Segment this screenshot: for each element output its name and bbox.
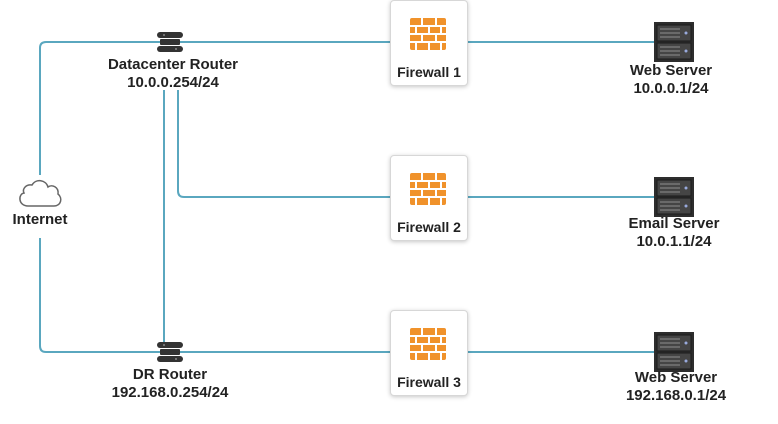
firewall-2-label: Firewall 2 [397, 219, 461, 235]
web-server-2-ip: 192.168.0.1/24 [625, 387, 727, 404]
web-server-1-icon[interactable] [654, 22, 694, 62]
internet-label: Internet [12, 211, 67, 229]
internet-name: Internet [12, 211, 68, 228]
web-server-2-icon[interactable] [654, 332, 694, 372]
email-server-label: Email Server 10.0.1.1/24 [629, 215, 720, 251]
web-server-2-name: Web Server [634, 369, 718, 386]
web-server-1-label: Web Server 10.0.0.1/24 [630, 62, 712, 98]
web-server-1-name: Web Server [629, 62, 713, 79]
link-internet-dc-router [39, 41, 160, 175]
link-dc-router-firewall2 [177, 90, 390, 198]
dr-router-name: DR Router [132, 366, 208, 383]
email-server-ip: 10.0.1.1/24 [636, 233, 712, 250]
dr-router-label: DR Router 192.168.0.254/24 [112, 366, 229, 402]
dr-router-ip: 192.168.0.254/24 [111, 384, 229, 401]
datacenter-router-label: Datacenter Router 10.0.0.254/24 [108, 56, 238, 92]
dr-router-icon[interactable] [156, 340, 184, 364]
firewall-2-node[interactable]: Firewall 2 [390, 155, 468, 241]
email-server-icon[interactable] [654, 177, 694, 217]
web-server-2-label: Web Server 192.168.0.1/24 [626, 369, 726, 405]
link-internet-dr-router [39, 238, 160, 353]
firewall-1-node[interactable]: Firewall 1 [390, 0, 468, 86]
firewall-1-label: Firewall 1 [397, 64, 461, 80]
datacenter-router-ip: 10.0.0.254/24 [127, 74, 219, 91]
firewall-icon [410, 173, 446, 205]
datacenter-router-icon[interactable] [156, 30, 184, 54]
cloud-icon [19, 179, 62, 207]
firewall-icon [410, 18, 446, 50]
web-server-1-ip: 10.0.0.1/24 [633, 80, 709, 97]
email-server-name: Email Server [628, 215, 720, 232]
firewall-3-label: Firewall 3 [397, 374, 461, 390]
firewall-icon [410, 328, 446, 360]
datacenter-router-name: Datacenter Router [107, 56, 239, 73]
firewall-3-node[interactable]: Firewall 3 [390, 310, 468, 396]
